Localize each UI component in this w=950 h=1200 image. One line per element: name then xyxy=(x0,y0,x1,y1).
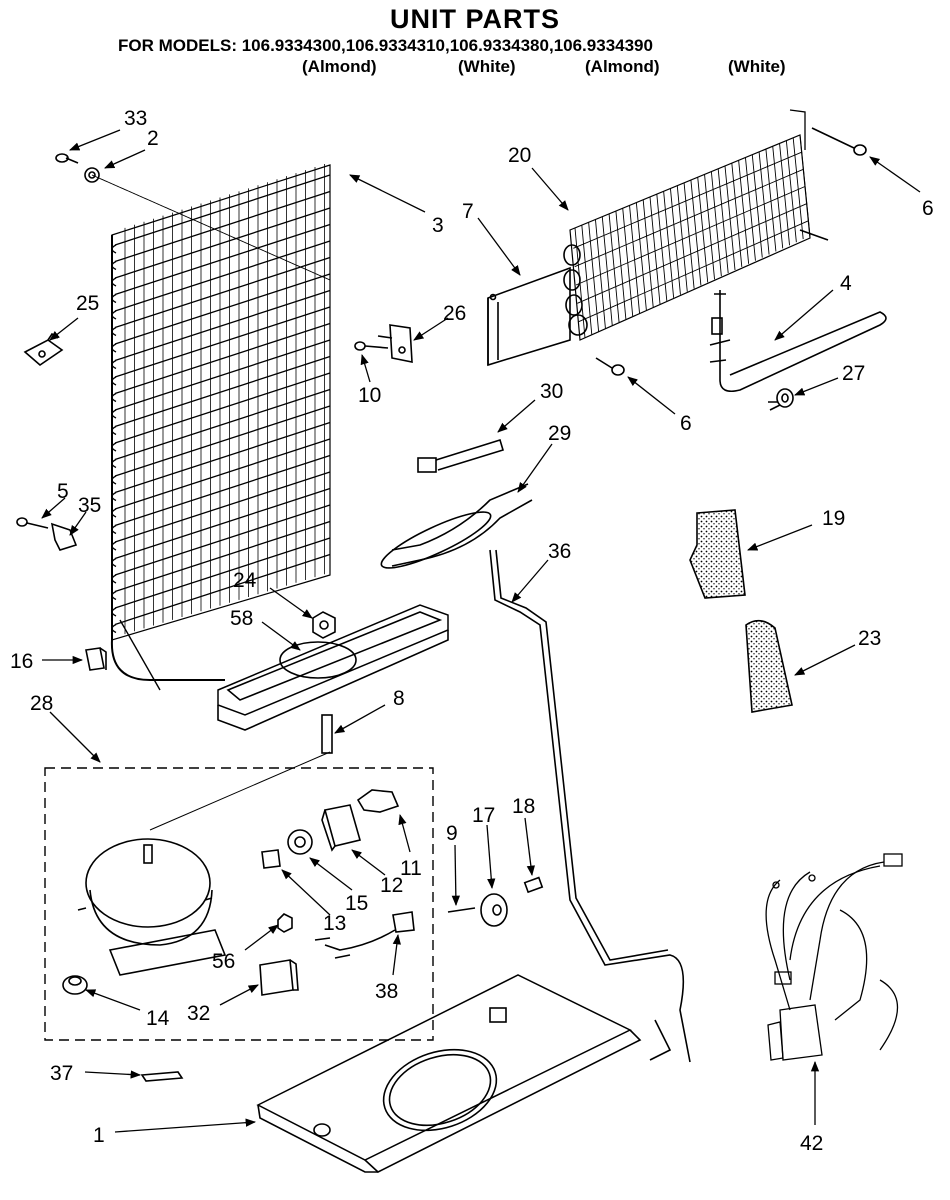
cord-38 xyxy=(314,911,415,959)
callout-42: 42 xyxy=(800,1132,823,1155)
part-15 xyxy=(287,829,313,855)
evaporator-bracket-7 xyxy=(487,266,571,367)
callout-13: 13 xyxy=(323,912,346,935)
callout-30: 30 xyxy=(540,380,563,403)
callout-20: 20 xyxy=(508,144,531,167)
part-13 xyxy=(261,849,281,869)
fan-17 xyxy=(480,893,508,927)
callout-26: 26 xyxy=(443,302,466,325)
tube-8 xyxy=(321,714,333,754)
callout-5: 5 xyxy=(57,480,69,503)
callout-58: 58 xyxy=(230,607,253,630)
screw-6-upper xyxy=(811,127,867,156)
callout-37: 37 xyxy=(50,1062,73,1085)
base-plate xyxy=(256,974,642,1173)
screw-5 xyxy=(16,517,49,529)
screw-33 xyxy=(55,153,79,164)
callout-6-lower: 6 xyxy=(680,412,692,435)
compressor xyxy=(77,838,227,976)
defrost-heater-4 xyxy=(709,290,887,393)
relay-12 xyxy=(321,804,361,852)
clip-26 xyxy=(377,324,413,363)
wire-harness-42 xyxy=(765,853,903,1061)
callout-19: 19 xyxy=(822,507,845,530)
callout-17: 17 xyxy=(472,804,495,827)
callout-3: 3 xyxy=(432,214,444,237)
callout-11: 11 xyxy=(400,857,422,880)
bracket-25 xyxy=(23,332,64,367)
callout-24: 24 xyxy=(233,569,257,592)
callout-36: 36 xyxy=(548,540,571,563)
screw-6-lower xyxy=(595,357,625,376)
callout-38: 38 xyxy=(375,980,398,1003)
callout-12: 12 xyxy=(380,874,403,897)
callout-35: 35 xyxy=(78,494,101,517)
callout-56: 56 xyxy=(212,950,235,973)
callout-9: 9 xyxy=(446,822,458,845)
compressor-kit-box xyxy=(44,767,434,1041)
clip-16 xyxy=(85,647,107,671)
callout-29: 29 xyxy=(548,422,571,445)
color-label-2: (White) xyxy=(458,57,516,76)
insulation-23 xyxy=(745,619,793,713)
drier-29 xyxy=(380,483,533,569)
part-30 xyxy=(417,438,504,473)
clip-11 xyxy=(356,789,400,813)
color-label-4: (White) xyxy=(728,57,786,76)
part-37 xyxy=(140,1071,184,1082)
washer-2 xyxy=(84,167,100,183)
color-label-1: (Almond) xyxy=(302,57,377,76)
part-18 xyxy=(523,876,544,894)
condenser-coil xyxy=(110,164,331,691)
callout-23: 23 xyxy=(858,627,881,650)
callout-25: 25 xyxy=(76,292,99,315)
callout-7: 7 xyxy=(462,200,474,223)
callout-28: 28 xyxy=(30,692,53,715)
callout-10: 10 xyxy=(358,384,381,407)
callout-32: 32 xyxy=(187,1002,210,1025)
callout-2: 2 xyxy=(147,127,159,150)
nut-24 xyxy=(312,611,336,639)
part-32 xyxy=(259,959,299,996)
callout-16: 16 xyxy=(10,650,33,673)
callout-14: 14 xyxy=(146,1007,170,1030)
callout-1: 1 xyxy=(93,1124,105,1147)
callout-4: 4 xyxy=(840,272,852,295)
screw-10 xyxy=(354,341,389,351)
nut-56 xyxy=(277,913,293,933)
evaporator xyxy=(563,109,829,341)
page-title: UNIT PARTS xyxy=(390,4,560,34)
clip-35 xyxy=(50,522,78,551)
color-label-3: (Almond) xyxy=(585,57,660,76)
drain-pan xyxy=(217,604,449,731)
callout-33: 33 xyxy=(124,107,147,130)
grommet-14 xyxy=(62,975,88,995)
callout-8: 8 xyxy=(393,687,405,710)
tube-36 xyxy=(489,549,691,1063)
callout-6-upper: 6 xyxy=(922,197,934,220)
models-line: FOR MODELS: 106.9334300,106.9334310,106.… xyxy=(118,36,653,55)
callout-18: 18 xyxy=(512,795,535,818)
callout-numbers: 33 2 3 20 7 6 25 26 10 4 6 27 30 29 5 35… xyxy=(10,107,934,1155)
part-9 xyxy=(447,907,476,913)
grommet-27 xyxy=(768,388,794,411)
callout-27: 27 xyxy=(842,362,865,385)
insulation-19 xyxy=(689,509,746,599)
callout-15: 15 xyxy=(345,892,368,915)
